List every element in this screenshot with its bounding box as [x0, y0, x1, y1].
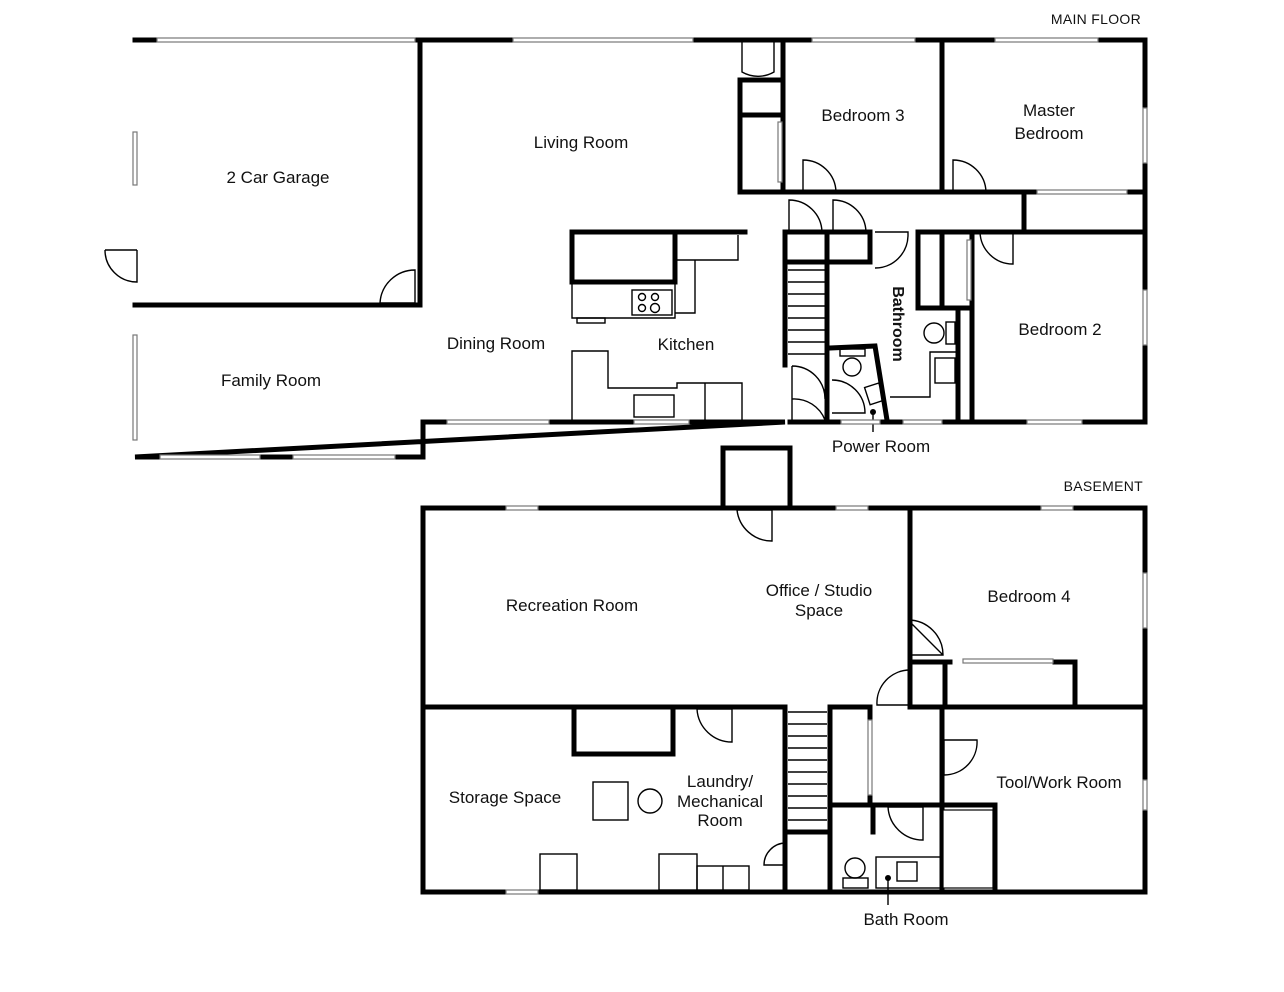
label-garage: 2 Car Garage — [227, 168, 330, 187]
label-office-studio: Office / Studio — [766, 581, 872, 600]
label-bedroom-4: Bedroom 4 — [987, 587, 1070, 606]
label-bedroom-2: Bedroom 2 — [1018, 320, 1101, 339]
doors-basement — [696, 509, 978, 866]
label-bathroom: Bathroom — [889, 286, 906, 362]
label-living-room: Living Room — [534, 133, 629, 152]
doors-main — [104, 40, 1014, 421]
label-family-room: Family Room — [221, 371, 321, 390]
label-tool-work-room: Tool/Work Room — [996, 773, 1121, 792]
label-laundry-line3: Room — [697, 811, 742, 830]
main-floor-title: MAIN FLOOR — [1051, 11, 1141, 27]
label-master-bedroom: Master — [1023, 101, 1075, 120]
label-dining-room: Dining Room — [447, 334, 545, 353]
label-laundry: Laundry/ — [687, 772, 753, 791]
label-power-room: Power Room — [832, 437, 930, 456]
label-office-studio-line2: Space — [795, 601, 843, 620]
label-bath-room: Bath Room — [863, 910, 948, 929]
basement: BASEMENT — [420, 445, 1148, 929]
stairs-basement — [788, 711, 827, 821]
label-laundry-line2: Mechanical — [677, 792, 763, 811]
label-recreation-room: Recreation Room — [506, 596, 638, 615]
label-master-bedroom-line2: Bedroom — [1015, 124, 1084, 143]
main-floor: MAIN FLOOR — [104, 11, 1148, 460]
label-kitchen: Kitchen — [658, 335, 715, 354]
label-storage-space: Storage Space — [449, 788, 561, 807]
basement-title: BASEMENT — [1064, 478, 1144, 494]
label-bedroom-3: Bedroom 3 — [821, 106, 904, 125]
stairs-main — [788, 269, 827, 355]
